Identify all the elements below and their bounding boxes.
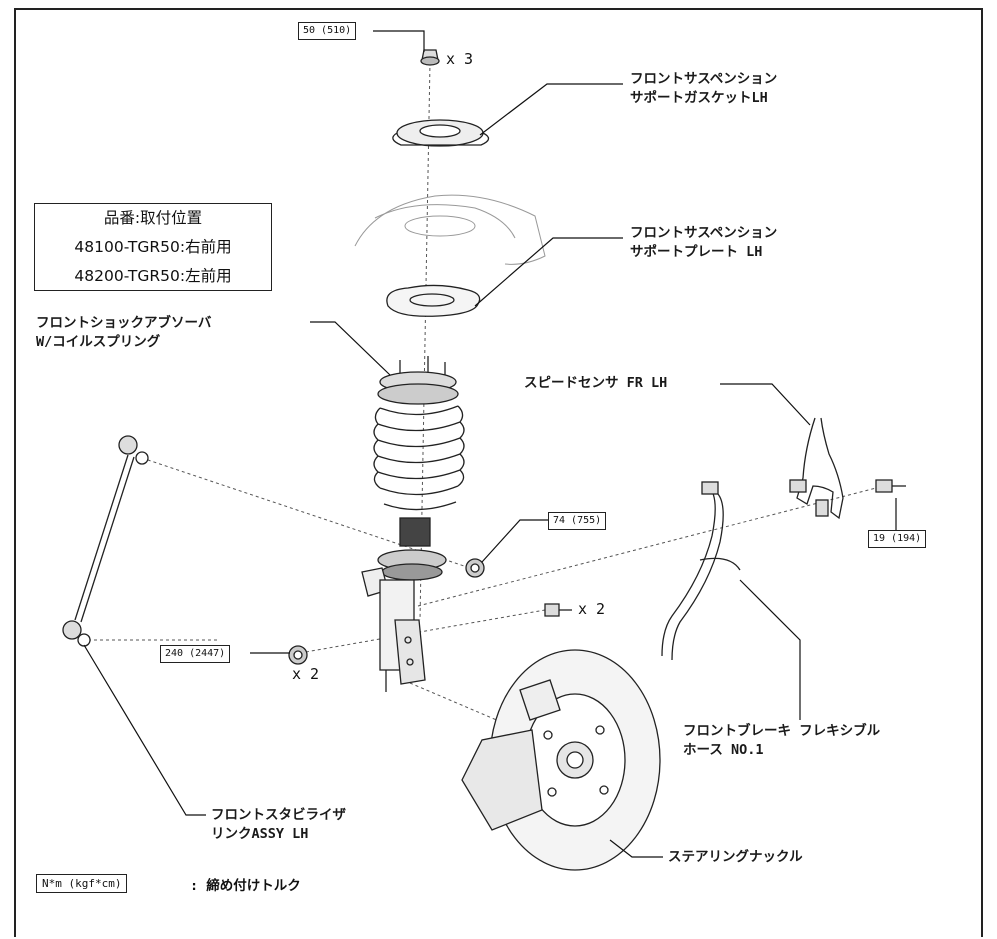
label-brake-hose: フロントブレーキ フレキシブルホース NO.1 <box>683 723 881 758</box>
part-number-box: 品番:取付位置 48100-TGR50:右前用 48200-TGR50:左前用 <box>34 203 272 291</box>
label-support-gasket: フロントサスペンションサポートガスケットLH <box>630 71 778 106</box>
top-nut-icon <box>420 49 440 66</box>
label-support-plate: フロントサスペンションサポートプレート LH <box>630 225 778 260</box>
speed-sensor-icon <box>789 417 844 520</box>
qty-top-nut: x 3 <box>446 50 474 68</box>
body-panel-icon <box>354 194 546 265</box>
torque-top-nut: 50 (510) <box>298 22 357 40</box>
drawing-frame <box>14 8 983 937</box>
knuckle-nut-icon <box>288 645 308 665</box>
strut-nut-icon <box>465 558 485 578</box>
steering-knuckle-icon <box>461 649 661 871</box>
legend-torque-text: : 締め付けトルク <box>190 878 301 894</box>
shock-absorber-icon <box>361 356 465 692</box>
sensor-bolt-icon <box>875 479 906 493</box>
part-number-header: 品番:取付位置 <box>103 209 203 227</box>
torque-strut-nut: 74 (755) <box>548 512 607 530</box>
brake-hose-icon <box>661 481 741 661</box>
support-plate-icon <box>386 284 481 317</box>
label-stabilizer-link: フロントスタビライザリンクASSY LH <box>211 807 346 842</box>
support-gasket-icon <box>392 119 490 147</box>
label-speed-sensor: スピードセンサ FR LH <box>524 375 668 391</box>
torque-sensor-bolt: 19 (194) <box>868 530 927 548</box>
part-number-row: 48100-TGR50:右前用 <box>74 238 232 256</box>
qty-knuckle-bolt: x 2 <box>578 600 606 618</box>
knuckle-bolt-icon <box>544 603 572 617</box>
legend-torque-key: N*m (kgf*cm) <box>36 874 128 893</box>
assembly-center-lines <box>88 61 881 731</box>
label-steering-knuckle: ステアリングナックル <box>668 849 803 865</box>
torque-knuckle-nut: 240 (2447) <box>160 645 231 663</box>
part-number-row: 48200-TGR50:左前用 <box>74 267 232 285</box>
leader-lines <box>83 30 897 858</box>
stabilizer-link-icon <box>62 435 149 647</box>
qty-knuckle-nut: x 2 <box>292 665 320 683</box>
